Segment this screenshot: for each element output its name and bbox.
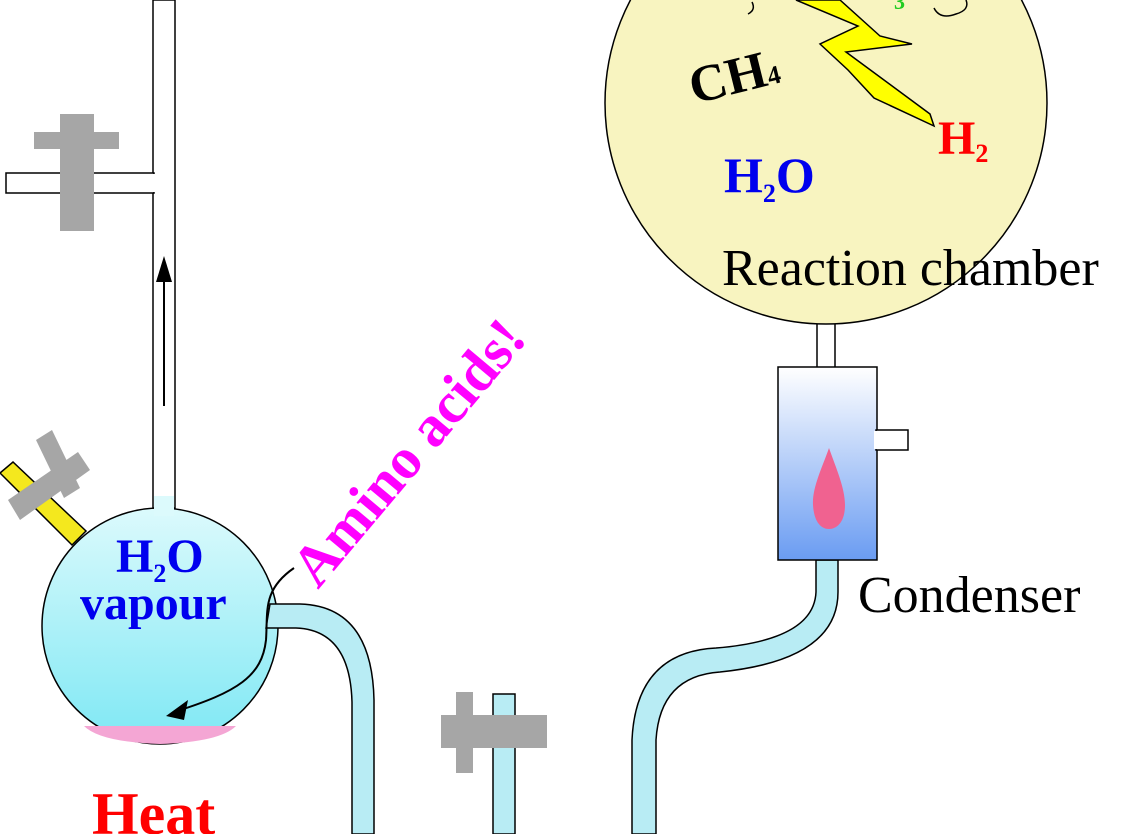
boiling-flask — [41, 496, 279, 745]
lightning-icon — [795, 0, 936, 128]
h2o-chamber-label: H2O — [724, 147, 815, 208]
condenser-label: Condenser — [858, 567, 1080, 624]
vapour-formula: H2O — [116, 530, 204, 588]
condenser — [777, 366, 909, 561]
vertical-tube — [5, 0, 176, 509]
nh3-partial-subscript: 3 — [894, 0, 905, 14]
h2-label: H2 — [938, 112, 988, 168]
heat-label: Heat — [92, 781, 215, 834]
flame-drop-icon — [812, 448, 845, 529]
return-tube-left — [265, 603, 375, 834]
electrode-right-icon — [933, 0, 968, 17]
amino-acids-label: Amino acids! — [278, 306, 538, 598]
upward-flow-arrow — [156, 256, 172, 406]
side-stopcock[interactable] — [8, 430, 90, 540]
electrode-left-icon — [747, 1, 755, 15]
amino-arrow — [166, 567, 295, 720]
vapour-label: vapour — [80, 577, 227, 630]
bottom-stopcock[interactable] — [441, 692, 547, 773]
reaction-chamber-label: Reaction chamber — [722, 240, 1099, 297]
top-stopcock[interactable] — [34, 114, 119, 231]
condenser-outlet-tube — [631, 559, 839, 834]
reaction-chamber — [604, 0, 1048, 325]
